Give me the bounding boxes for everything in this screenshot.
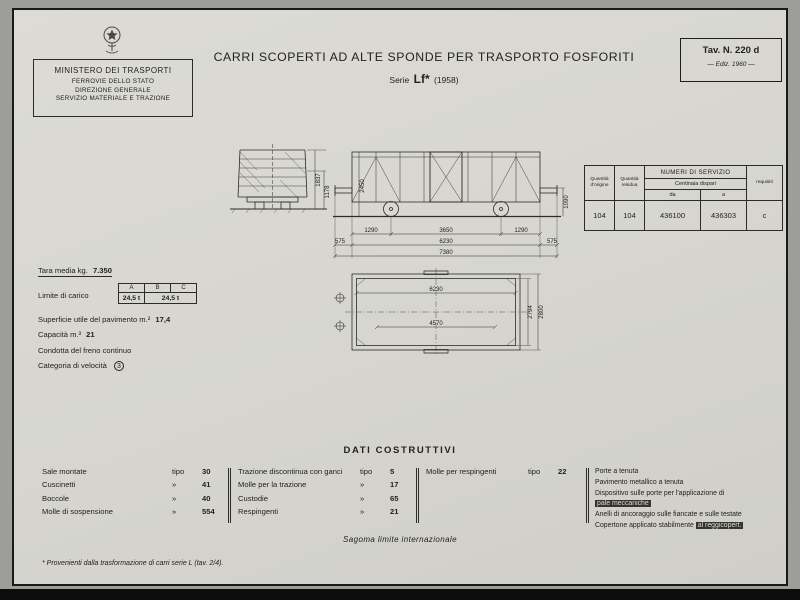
list-item: Custodie » 65 bbox=[238, 493, 399, 503]
col-centinaia: Centinaia dispari bbox=[644, 178, 747, 190]
dati-column-1: Sale montate tipo 30 Cuscinetti » 41 Boc… bbox=[42, 467, 226, 521]
side-view-drawing: 2450 1090 bbox=[333, 151, 570, 218]
dim-plan-width-inner: 2794 bbox=[528, 305, 534, 319]
plate-number: Tav. N. 220 d bbox=[702, 45, 760, 56]
list-item: Molle di sospensione » 554 bbox=[42, 507, 215, 517]
dim-buffer-gap-right: 575 bbox=[547, 239, 558, 245]
dim-body-length: 6230 bbox=[439, 239, 453, 245]
list-item: Respingenti » 21 bbox=[238, 507, 399, 517]
highlighted-text: al reggicopert. bbox=[695, 521, 744, 529]
speed-category-badge: 3 bbox=[113, 361, 124, 371]
series-value: Lf* bbox=[413, 72, 430, 86]
ministry-sub2: DIREZIONE GENERALE bbox=[75, 86, 151, 94]
spec-capacita: Capacità m.³ 21 bbox=[38, 330, 95, 339]
list-item: Cuscinetti » 41 bbox=[42, 480, 211, 490]
series-year: (1958) bbox=[434, 75, 459, 85]
cell-residua: 104 bbox=[614, 200, 645, 231]
dim-overhang-left: 1290 bbox=[364, 228, 378, 234]
cell-requisiti: c bbox=[746, 200, 783, 231]
ministry-name: MINISTERO DEI TRASPORTI bbox=[54, 66, 172, 75]
spec-tara: Tara media kg. 7.350 bbox=[38, 266, 112, 277]
limite-col-c: C bbox=[170, 283, 197, 293]
feature-item: Anelli di ancoraggio sulle fiancate e su… bbox=[595, 511, 742, 519]
cell-a: 436303 bbox=[700, 200, 747, 231]
spec-categoria: Categoria di velocità 3 bbox=[38, 361, 124, 371]
footnote: * Provenienti dalla trasformazione di ca… bbox=[42, 560, 224, 567]
dati-column-3: Molle per respingenti tipo 22 bbox=[426, 467, 582, 480]
dim-total-length: 7380 bbox=[439, 250, 453, 256]
dim-plan-length: 6230 bbox=[429, 287, 443, 293]
dim-plan-door: 4570 bbox=[429, 321, 443, 327]
feature-item: Copertone applicato stabilmente al reggi… bbox=[595, 521, 744, 529]
highlighted-text: pale meccaniche bbox=[595, 500, 651, 508]
col-da: da bbox=[644, 189, 701, 201]
feature-item: pale meccaniche bbox=[595, 499, 783, 510]
end-view-drawing: 1837 1178 bbox=[230, 144, 331, 214]
plan-view-drawing: 6230 4570 2794 2800 bbox=[334, 268, 545, 356]
spec-superficie: Superficie utile del pavimento m.² 17,4 bbox=[38, 315, 171, 324]
document-sheet: MINISTERO DEI TRASPORTI FERROVIE DELLO S… bbox=[12, 8, 788, 586]
dim-buffer-height: 1090 bbox=[564, 195, 570, 209]
service-table-title: NUMERI DI SERVIZIO bbox=[644, 165, 747, 179]
list-item: Trazione discontinua con ganci tipo 5 bbox=[238, 467, 395, 476]
dim-plan-width-outer: 2800 bbox=[539, 305, 545, 319]
list-item: Molle per la trazione » 17 bbox=[238, 480, 399, 490]
dim-body-height: 2450 bbox=[360, 179, 366, 193]
wagon-technical-drawing: 1837 1178 2450 1090 bbox=[230, 144, 570, 356]
limite-val-1: 24,5 t bbox=[118, 292, 145, 304]
limite-col-a: A bbox=[118, 283, 145, 293]
column-divider bbox=[416, 468, 419, 523]
list-item: Boccole » 40 bbox=[42, 493, 211, 503]
col-quantita-origine: Quantità d'origine bbox=[584, 165, 615, 201]
specs-block: Tara media kg. 7.350 Limite di carico A … bbox=[38, 260, 243, 385]
ministry-sub1: FERROVIE DELLO STATO bbox=[71, 78, 155, 85]
dim-buffer-gap-left: 575 bbox=[335, 239, 346, 245]
column-divider bbox=[586, 468, 589, 523]
load-limit-table: A B C 24,5 t 24,5 t bbox=[118, 283, 197, 304]
feature-item: Porte a tenuta bbox=[595, 468, 639, 475]
page-title: CARRI SCOPERTI AD ALTE SPONDE PER TRASPO… bbox=[213, 50, 635, 64]
list-item: Molle per respingenti tipo 22 bbox=[426, 467, 567, 476]
limite-val-2: 24,5 t bbox=[144, 292, 197, 304]
col-a: a bbox=[700, 189, 747, 201]
service-numbers-table: Quantità d'origine Quantità residua NUME… bbox=[584, 165, 783, 231]
axle-mark-icon bbox=[334, 292, 346, 332]
col-requisiti: requisiti bbox=[746, 165, 783, 201]
col-quantita-residua: Quantità residua bbox=[614, 165, 645, 201]
spec-limite-label: Limite di carico bbox=[38, 291, 89, 300]
limite-col-b: B bbox=[144, 283, 171, 293]
section-title-dati-costruttivi: DATI COSTRUTTIVI bbox=[343, 445, 457, 456]
tara-label: Tara media kg. bbox=[38, 266, 88, 275]
series-label: Serie bbox=[389, 75, 410, 85]
dim-end-height: 1837 bbox=[316, 173, 322, 187]
tara-value: 7.350 bbox=[92, 266, 112, 275]
dim-wheelbase: 3650 bbox=[439, 228, 453, 234]
column-divider bbox=[228, 468, 231, 523]
list-item: Sale montate tipo 30 bbox=[42, 467, 211, 476]
state-emblem-icon bbox=[98, 24, 126, 58]
length-dimensions: 1290 3650 1290 575 6230 575 7380 bbox=[332, 196, 560, 259]
features-list: Porte a tenuta Pavimento metallico a ten… bbox=[595, 467, 783, 532]
dim-overhang-right: 1290 bbox=[514, 228, 528, 234]
ministry-header: MINISTERO DEI TRASPORTI FERROVIE DELLO S… bbox=[33, 59, 193, 117]
edition: — Ediz. 1960 — bbox=[707, 61, 755, 68]
series-line: Serie Lf* (1958) bbox=[204, 72, 644, 86]
cell-da: 436100 bbox=[644, 200, 701, 231]
table-row: 104 104 436100 436303 c bbox=[584, 200, 783, 231]
cell-origine: 104 bbox=[584, 200, 615, 231]
feature-item: Dispositivo sulle porte per l'applicazio… bbox=[595, 489, 725, 497]
feature-item: Pavimento metallico a tenuta bbox=[595, 478, 684, 486]
gauge-note: Sagoma limite internazionale bbox=[343, 535, 457, 544]
dim-end-floor: 1178 bbox=[325, 185, 331, 199]
ministry-sub3: SERVIZIO MATERIALE E TRAZIONE bbox=[55, 95, 171, 102]
dati-column-2: Trazione discontinua con ganci tipo 5 Mo… bbox=[238, 467, 414, 521]
plate-number-box: Tav. N. 220 d — Ediz. 1960 — bbox=[680, 38, 782, 82]
scan-edge bbox=[0, 589, 800, 600]
spec-condotta: Condotta del freno continuo bbox=[38, 346, 132, 355]
